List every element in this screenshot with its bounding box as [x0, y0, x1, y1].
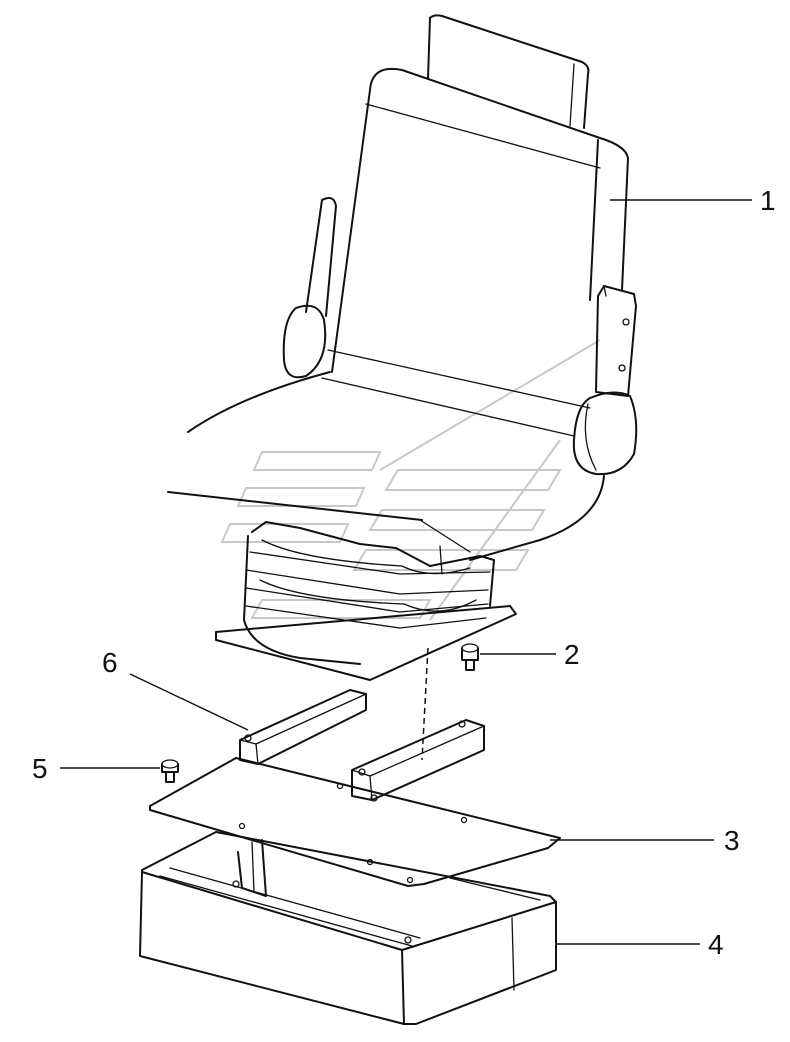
- alignment-line: [421, 647, 429, 761]
- right-armrest-pad: [572, 391, 638, 476]
- bolt-top: [461, 643, 479, 671]
- backrest: [369, 68, 629, 291]
- suspension-bellows: [243, 521, 495, 665]
- callout-3: 3: [724, 825, 740, 856]
- slide-rail-left: [239, 689, 367, 765]
- seat-base-plate: [215, 605, 517, 681]
- watermark-logo: [220, 339, 601, 621]
- leader-lines: [60, 199, 752, 945]
- callout-2: 2: [564, 639, 580, 670]
- headrest: [427, 14, 590, 129]
- left-armrest-pad: [282, 304, 327, 379]
- bolt-left: [161, 759, 179, 783]
- right-armrest: [595, 285, 637, 397]
- seat-box: [139, 831, 557, 1025]
- callout-6: 6: [102, 647, 118, 678]
- callout-5: 5: [32, 753, 48, 784]
- left-armrest: [305, 197, 337, 317]
- callout-1: 1: [760, 185, 776, 216]
- slide-rail-right: [351, 719, 485, 802]
- seat-assembly: [167, 14, 638, 561]
- callout-4: 4: [708, 929, 724, 960]
- mounting-plate: [149, 757, 561, 887]
- seat-cushion: [187, 371, 331, 433]
